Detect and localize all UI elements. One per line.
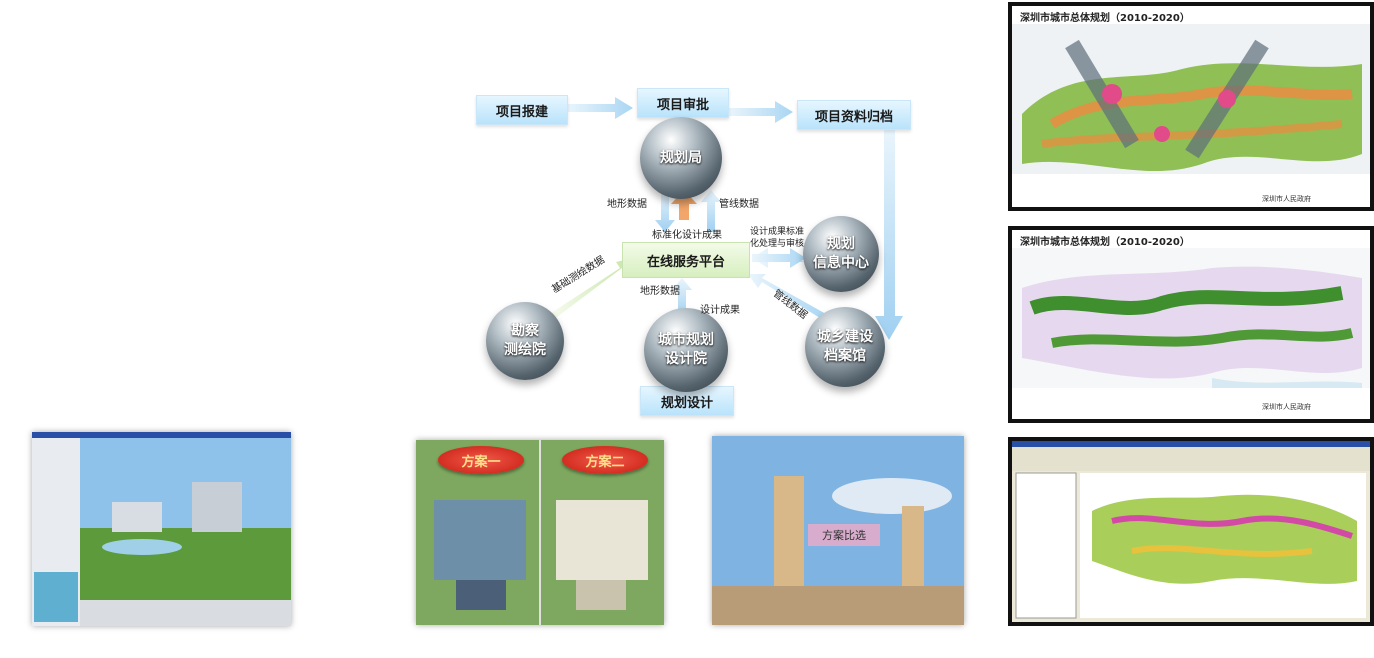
scheme-comparison-screenshot: 方案一 方案二 xyxy=(416,440,664,625)
arrow-terrain-left xyxy=(655,190,675,232)
arrow-design-platform xyxy=(672,278,692,318)
map1-footer: 深圳市人民政府 xyxy=(1262,195,1311,203)
arrow-submit-approve xyxy=(567,97,633,119)
online-service-platform: 在线服务平台 xyxy=(622,242,750,278)
label-terrain-data-bottom: 地形数据 xyxy=(640,286,680,297)
arrow-survey-platform xyxy=(545,258,633,323)
3d-city-viewer-screenshot xyxy=(32,432,291,626)
scheme-a-badge: 方案一 xyxy=(438,446,524,474)
arrow-info-platform xyxy=(752,248,806,268)
label-standard-design: 标准化设计成果 xyxy=(652,230,722,241)
label-pipeline-data: 管线数据 xyxy=(719,199,759,210)
box-project-submit: 项目报建 xyxy=(476,95,568,125)
map1-title: 深圳市城市总体规划（2010-2020） xyxy=(1020,13,1190,24)
node-design-institute: 城市规划 设计院 xyxy=(644,308,728,392)
arrow-archives-platform xyxy=(748,274,826,318)
label-design-result-1: 设计成果标准 xyxy=(750,227,805,237)
box-project-archive: 项目资料归档 xyxy=(797,100,911,130)
arrow-archive-down xyxy=(875,128,903,340)
node-info-center: 规划 信息中心 xyxy=(803,216,879,292)
gis-software-screenshot xyxy=(1008,437,1374,626)
tower-render-screenshot: 方案比选 xyxy=(712,436,964,625)
map2-footer: 深圳市人民政府 xyxy=(1262,403,1311,411)
map2-title: 深圳市城市总体规划（2010-2020） xyxy=(1020,237,1190,248)
label-design-result-2: 化处理与审核 xyxy=(750,239,805,249)
arrow-approve-archive xyxy=(728,101,793,123)
box-project-approve: 项目审批 xyxy=(637,88,729,118)
master-plan-map-1: 深圳市城市总体规划（2010-2020） 深圳市人民政府 xyxy=(1008,2,1374,211)
label-design-result: 设计成果 xyxy=(700,305,740,316)
node-survey-institute: 勘察 测绘院 xyxy=(486,302,564,380)
scheme-b-badge: 方案二 xyxy=(562,446,648,474)
map2-graphic xyxy=(1012,248,1370,408)
node-planning-bureau: 规划局 xyxy=(640,117,722,199)
master-plan-map-2: 深圳市城市总体规划（2010-2020） 深圳市人民政府 xyxy=(1008,226,1374,423)
map1-graphic xyxy=(1012,24,1370,194)
3d-viewer-graphic xyxy=(32,432,291,626)
tower-label: 方案比选 xyxy=(808,524,880,546)
label-terrain-data-left: 地形数据 xyxy=(607,199,647,210)
gis-graphic xyxy=(1012,441,1370,622)
arrow-pipeline-up xyxy=(701,190,721,232)
node-archives: 城乡建设 档案馆 xyxy=(805,307,885,387)
